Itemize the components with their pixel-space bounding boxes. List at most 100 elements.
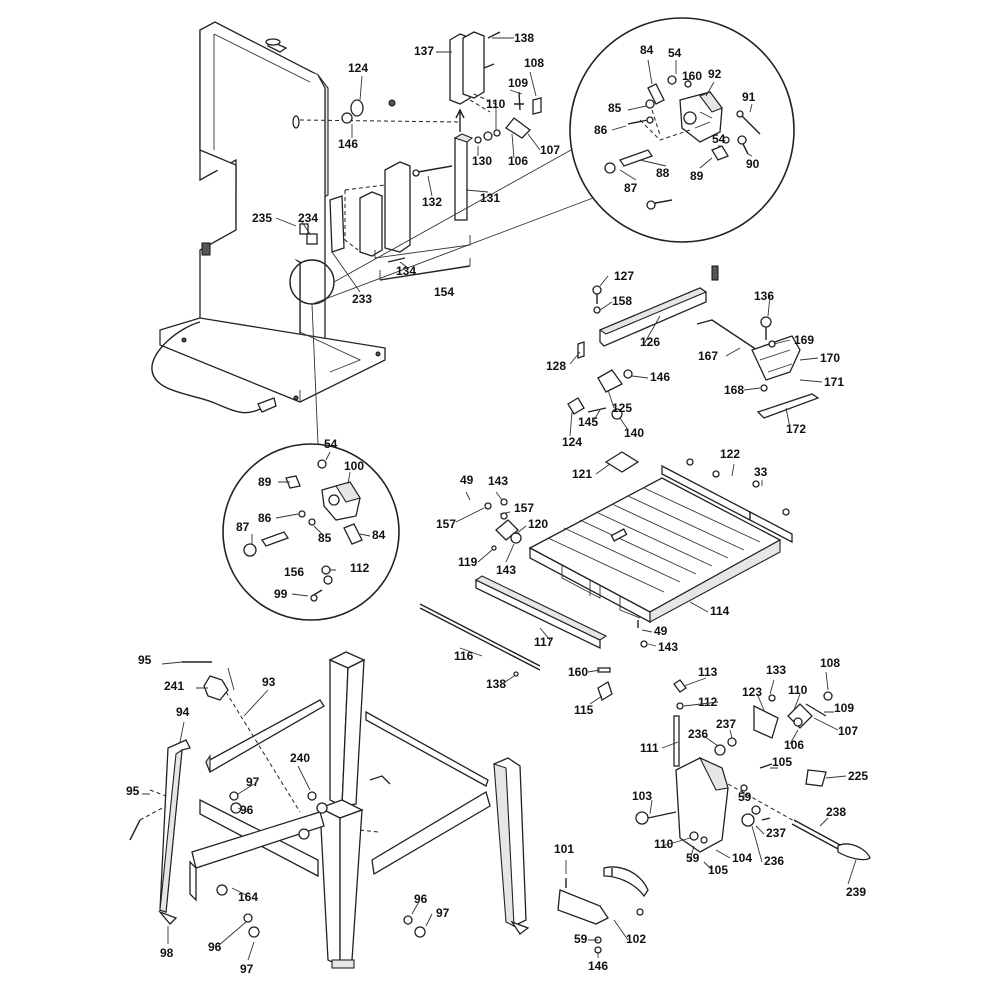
part-label: 140: [624, 426, 644, 440]
part-label: 157: [436, 517, 456, 531]
part-label: 127: [614, 269, 634, 283]
part-label: 86: [258, 511, 272, 525]
part-label: 110: [788, 683, 808, 697]
part-label: 124: [348, 61, 368, 75]
part-label: 104: [732, 851, 752, 865]
part-label: 234: [298, 211, 318, 225]
part-label: 103: [632, 789, 652, 803]
part-label: 138: [486, 677, 506, 691]
part-label: 84: [372, 528, 386, 542]
part-label: 237: [716, 717, 736, 731]
part-label: 134: [396, 264, 416, 278]
part-label: 124: [562, 435, 582, 449]
part-label: 89: [690, 169, 704, 183]
part-label: 87: [624, 181, 638, 195]
part-label: 94: [176, 705, 190, 719]
part-label: 146: [338, 137, 358, 151]
part-label: 95: [126, 784, 140, 798]
part-label: 169: [794, 333, 814, 347]
part-label: 111: [640, 741, 659, 755]
part-label: 136: [754, 289, 774, 303]
part-label: 240: [290, 751, 310, 765]
part-label: 235: [252, 211, 272, 225]
part-label: 59: [574, 932, 588, 946]
part-label: 33: [754, 465, 768, 479]
part-label: 130: [472, 154, 492, 168]
part-label: 160: [568, 665, 588, 679]
part-label: 107: [838, 724, 858, 738]
part-label: 97: [240, 962, 254, 976]
part-label: 107: [540, 143, 560, 157]
saw-table: [528, 451, 793, 648]
part-label: 106: [508, 154, 528, 168]
part-label: 138: [514, 31, 534, 45]
part-label: 143: [488, 474, 508, 488]
lower-guide-detail-circle: [222, 303, 400, 621]
part-label: 133: [766, 663, 786, 677]
part-label: 143: [496, 563, 516, 577]
part-label: 54: [712, 132, 726, 146]
part-label: 112: [698, 695, 718, 709]
part-label: 49: [654, 624, 668, 638]
part-label: 170: [820, 351, 840, 365]
part-label: 108: [524, 56, 544, 70]
part-label: 59: [738, 790, 752, 804]
bandsaw-frame: [151, 21, 386, 414]
part-label: 101: [554, 842, 574, 856]
part-label: 146: [588, 959, 608, 973]
part-label: 119: [458, 555, 478, 569]
part-label: 109: [834, 701, 854, 715]
part-label: 89: [258, 475, 272, 489]
part-label: 49: [460, 473, 474, 487]
part-label: 91: [742, 90, 756, 104]
lower-table-hardware: [419, 498, 613, 701]
part-label: 110: [654, 837, 674, 851]
part-label: 115: [574, 703, 594, 717]
stand-legs-and-braces: [129, 651, 530, 969]
part-label: 96: [414, 892, 428, 906]
part-label: 122: [720, 447, 740, 461]
part-label: 92: [708, 67, 722, 81]
part-label: 236: [764, 854, 784, 868]
lower-cover-plates: [557, 866, 649, 954]
part-label: 87: [236, 520, 250, 534]
part-label: 105: [708, 863, 728, 877]
part-label: 96: [240, 803, 254, 817]
part-label: 145: [578, 415, 598, 429]
part-label: 86: [594, 123, 608, 137]
part-label: 114: [710, 604, 730, 618]
part-label: 93: [262, 675, 276, 689]
part-label: 160: [682, 69, 702, 83]
part-label: 237: [766, 826, 786, 840]
part-label: 120: [528, 517, 548, 531]
part-label: 171: [824, 375, 844, 389]
part-label: 54: [668, 46, 682, 60]
part-label: 146: [650, 370, 670, 384]
part-label: 112: [350, 561, 370, 575]
part-label: 143: [658, 640, 678, 654]
part-label: 84: [640, 43, 654, 57]
part-label: 156: [284, 565, 304, 579]
part-label: 116: [454, 649, 474, 663]
part-label: 168: [724, 383, 744, 397]
part-label: 85: [608, 101, 622, 115]
part-label: 167: [698, 349, 718, 363]
part-label: 239: [846, 885, 866, 899]
part-label: 154: [434, 285, 454, 299]
part-label: 102: [626, 932, 646, 946]
part-label: 110: [486, 97, 506, 111]
part-label: 59: [686, 851, 700, 865]
part-label: 95: [138, 653, 152, 667]
part-label: 132: [422, 195, 442, 209]
part-label: 109: [508, 76, 528, 90]
part-label: 113: [698, 665, 718, 679]
leader-lines: [142, 37, 857, 961]
part-label: 54: [324, 437, 338, 451]
part-label: 106: [784, 738, 804, 752]
part-label: 108: [820, 656, 840, 670]
upper-guide-detail-circle: [311, 17, 795, 305]
part-label: 99: [274, 587, 288, 601]
part-label: 100: [344, 459, 364, 473]
part-label: 137: [414, 44, 434, 58]
